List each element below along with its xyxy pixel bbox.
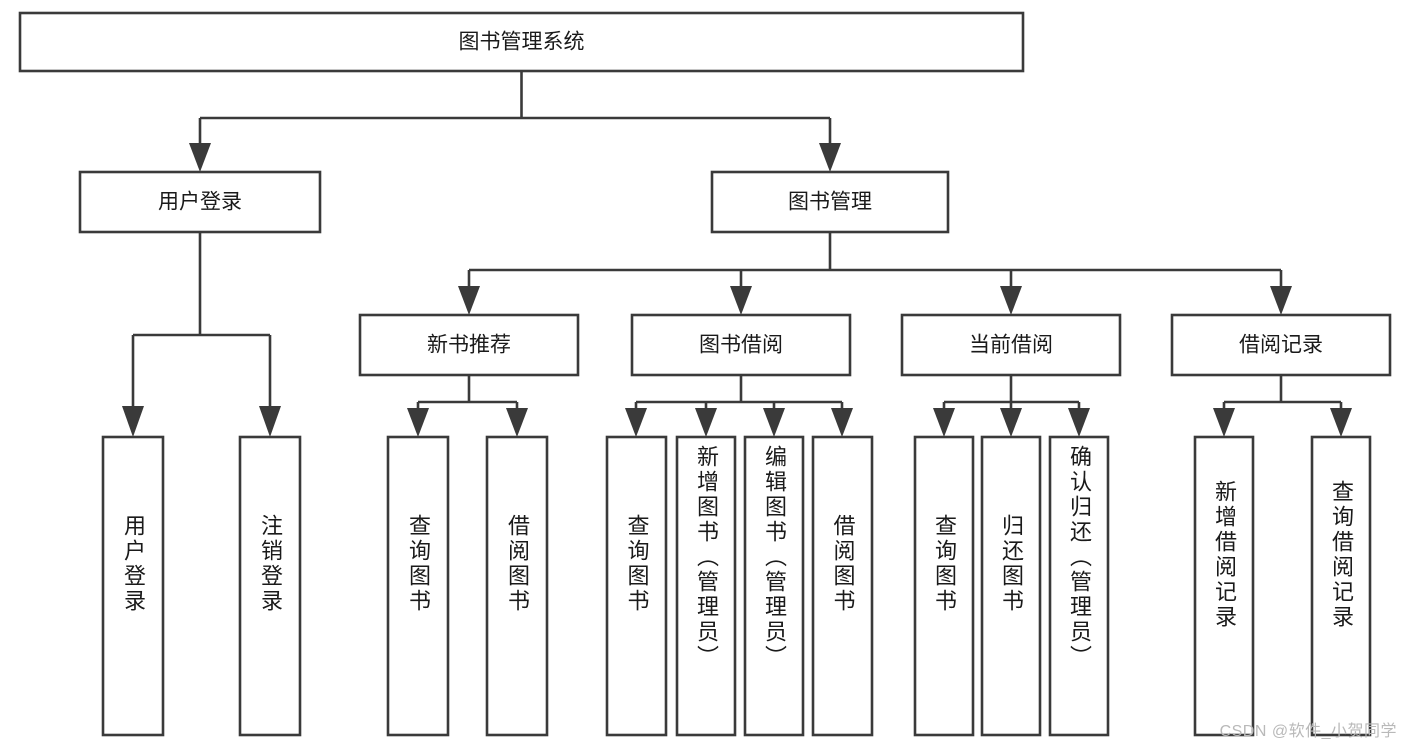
arrow-icon-newbook-leaf2 [506,408,528,437]
node-book-management-label: 图书管理 [788,191,872,214]
leaf-boxes-layer [101,435,1372,737]
node-new-book-recommend-box[interactable] [358,313,580,377]
node-current-borrow-label: 当前借阅 [969,334,1053,357]
leaf-box-edit-book[interactable] [743,435,805,737]
leaf-box-add-book[interactable] [675,435,737,737]
node-current-borrow-box[interactable] [900,313,1122,377]
node-root-box[interactable] [18,11,1025,73]
arrow-icon-to-newbook [458,286,480,315]
node-book-borrow-label: 图书借阅 [699,334,783,357]
leaf-box-query-book-3[interactable] [913,435,975,737]
node-user-login[interactable]: 用户登录 [78,170,322,234]
node-borrow-record-box[interactable] [1170,313,1392,377]
node-borrow-record[interactable]: 借阅记录 [1170,313,1392,377]
arrow-icon-to-leaf-userlogin [122,406,144,437]
node-current-borrow[interactable]: 当前借阅 [900,313,1122,377]
node-book-borrow-box[interactable] [630,313,852,377]
node-borrow-record-label: 借阅记录 [1239,334,1323,357]
leaf-box-add-record[interactable] [1193,435,1255,737]
leaf-box-query-book-2[interactable] [605,435,668,737]
node-book-management[interactable]: 图书管理 [710,170,950,234]
arrow-icon-borrow-leaf1 [625,408,647,437]
arrow-icon-current-leaf2 [1000,408,1022,437]
leaf-box-confirm-return[interactable] [1048,435,1110,737]
node-root-label: 图书管理系统 [459,31,585,54]
leaf-box-borrow-book-1[interactable] [485,435,549,737]
csdn-watermark: CSDN @软件_小贺同学 [1219,723,1397,740]
arrow-icon-record-leaf1 [1213,408,1235,437]
arrow-icon-current-leaf3 [1068,408,1090,437]
arrow-icon-to-bookmgmt [819,143,841,172]
leaf-box-borrow-book-2[interactable] [811,435,874,737]
arrow-icon-to-record [1270,286,1292,315]
leaf-box-query-record[interactable] [1310,435,1372,737]
node-book-management-box[interactable] [710,170,950,234]
node-root[interactable]: 图书管理系统 [18,11,1025,73]
leaf-box-logout[interactable] [238,435,302,737]
arrow-icon-current-leaf1 [933,408,955,437]
arrow-icon-to-userlogin [189,143,211,172]
arrow-icon-record-leaf2 [1330,408,1352,437]
arrow-icon-borrow-leaf3 [763,408,785,437]
node-user-login-box[interactable] [78,170,322,234]
leaf-box-return-book[interactable] [980,435,1042,737]
node-new-book-recommend[interactable]: 新书推荐 [358,313,580,377]
arrow-icon-newbook-leaf1 [407,408,429,437]
arrowhead-layer [122,143,1352,437]
arrow-icon-borrow-leaf4 [831,408,853,437]
arrow-icon-to-current [1000,286,1022,315]
arrow-icon-to-leaf-logout [259,406,281,437]
node-user-login-label: 用户登录 [158,191,242,214]
arrow-icon-to-borrow [730,286,752,315]
leaf-box-user-login[interactable] [101,435,165,737]
leaf-box-query-book-1[interactable] [386,435,450,737]
node-new-book-recommend-label: 新书推荐 [427,334,511,357]
arrow-icon-borrow-leaf2 [695,408,717,437]
node-book-borrow[interactable]: 图书借阅 [630,313,852,377]
